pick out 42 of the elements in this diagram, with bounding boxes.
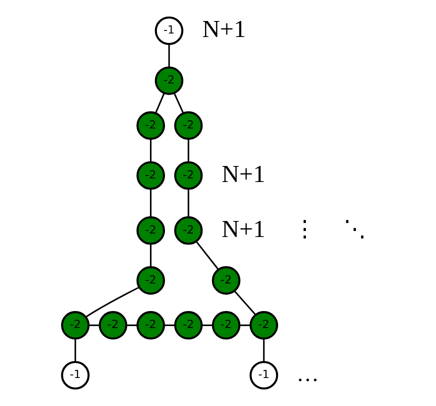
node-circle: -2 [136, 216, 165, 245]
connector [164, 324, 176, 326]
label: ⋱ [344, 216, 366, 242]
connector [239, 324, 250, 326]
connector [202, 324, 213, 326]
node-circle: -2 [174, 111, 203, 140]
connector [188, 139, 190, 162]
connector [188, 188, 190, 217]
connector [154, 93, 165, 114]
node-circle: -2 [174, 311, 203, 340]
node-circle: -1 [61, 360, 90, 390]
node-circle: -2 [174, 161, 203, 190]
label: N+1 [222, 216, 266, 243]
connector [150, 188, 152, 217]
node-circle: -2 [136, 161, 165, 190]
connector [196, 241, 220, 270]
node-circle: -2 [212, 266, 240, 295]
node-circle: -2 [98, 311, 128, 340]
label: N+1 [222, 160, 266, 188]
connector [74, 338, 76, 362]
connector [173, 92, 184, 114]
connector [150, 139, 152, 162]
connector [234, 290, 256, 316]
connector [88, 324, 100, 326]
connector [150, 244, 152, 268]
label: ⋮ [294, 216, 316, 242]
node-circle: -2 [174, 216, 203, 245]
node-circle: -1 [250, 360, 278, 390]
node-circle: -2 [154, 66, 184, 95]
node-circle: -1 [154, 16, 184, 46]
node-circle: -2 [136, 266, 165, 295]
node-circle: -2 [212, 311, 240, 340]
node-circle: -2 [136, 311, 165, 340]
label: … [296, 360, 319, 386]
connector [86, 286, 140, 318]
node-circle: -2 [136, 111, 165, 140]
label: N+1 [202, 16, 246, 44]
connector [263, 338, 265, 362]
connector [168, 44, 170, 68]
node-circle: -2 [250, 311, 278, 340]
node-circle: -2 [61, 311, 90, 340]
connector [126, 324, 138, 326]
